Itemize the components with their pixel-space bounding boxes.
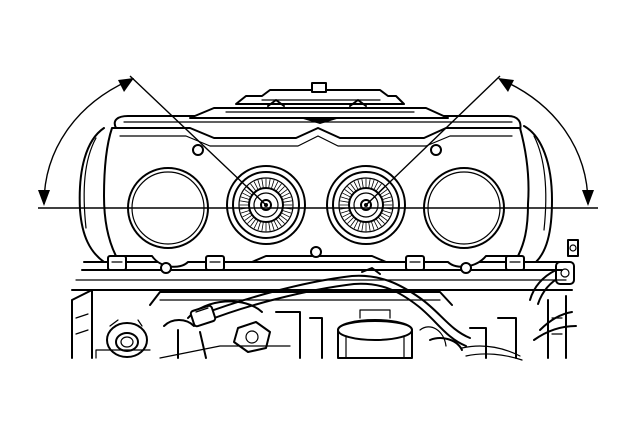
rotation-arc-right bbox=[501, 79, 589, 205]
valve-spring-tick bbox=[376, 219, 382, 227]
valve-spring-tick bbox=[368, 178, 371, 188]
head-bolt-3 bbox=[405, 255, 425, 271]
valve-spring-tick bbox=[342, 192, 351, 198]
rotation-indicator-right bbox=[365, 75, 594, 206]
valve-spring-tick bbox=[257, 179, 261, 189]
rotation-indicator-left bbox=[38, 75, 267, 206]
gasket-bolt-holes bbox=[160, 144, 472, 274]
valve-spring-tick bbox=[250, 219, 256, 227]
valve-spring-tick bbox=[339, 200, 349, 203]
valve-spring-tick bbox=[273, 181, 279, 190]
hex-bolt bbox=[233, 321, 271, 353]
top-fitting bbox=[189, 82, 449, 124]
valve-spring-tick bbox=[273, 220, 279, 229]
head-bolt-2 bbox=[205, 255, 225, 271]
valve-spring-tick bbox=[378, 217, 385, 224]
valve-spring-tick bbox=[261, 178, 264, 188]
valve-spring-tick bbox=[239, 200, 249, 203]
valve-spring-tick bbox=[240, 196, 250, 200]
valve-spring-tick bbox=[361, 222, 364, 232]
leader-line-right bbox=[365, 75, 501, 206]
manifold-gasket bbox=[103, 127, 530, 274]
arrow-head-right-top bbox=[498, 78, 514, 92]
valve-spring-tick bbox=[376, 183, 382, 191]
valve-spring-tick bbox=[244, 215, 252, 221]
valve-spring-tick bbox=[342, 212, 351, 218]
valve-spring-tick bbox=[340, 196, 350, 200]
valve-spring-tick bbox=[281, 212, 290, 218]
valve-spring-tick bbox=[380, 215, 388, 221]
wiring-harness bbox=[189, 239, 579, 361]
valve-spring-tick bbox=[283, 200, 293, 203]
valve-spring-tick bbox=[373, 220, 379, 229]
valve-spring-tick bbox=[344, 189, 352, 195]
leader-line-left bbox=[129, 75, 267, 206]
valve-spring-tick bbox=[373, 181, 379, 190]
valve-spring-tick bbox=[282, 210, 292, 214]
valve-spring-tick bbox=[281, 192, 290, 198]
valve-spring-tick bbox=[353, 181, 359, 190]
valve-spring-tick bbox=[250, 183, 256, 191]
valve-spring-tick bbox=[276, 219, 282, 227]
valve-spring-tick bbox=[268, 222, 271, 232]
head-bolt-4 bbox=[505, 255, 525, 271]
valve-spring-tick bbox=[371, 179, 375, 189]
valve-spring-tick bbox=[242, 192, 251, 198]
connector-left bbox=[189, 304, 217, 328]
rotation-arc-left bbox=[43, 79, 131, 205]
valve-spring-tick bbox=[371, 221, 375, 231]
valve-spring-tick bbox=[257, 221, 261, 231]
valve-spring-tick bbox=[368, 222, 371, 232]
engine-lower-components bbox=[71, 289, 567, 359]
oil-filter bbox=[337, 309, 413, 359]
valve-spring-tick bbox=[244, 189, 252, 195]
valve-spring-tick bbox=[278, 217, 285, 224]
valve-spring-tick bbox=[350, 219, 356, 227]
valve-spring-tick bbox=[381, 192, 390, 198]
valve-spring-tick bbox=[268, 178, 271, 188]
valve-spring-tick bbox=[347, 217, 354, 224]
valve-spring-tick bbox=[340, 210, 350, 214]
connector-right bbox=[555, 261, 575, 285]
valve-spring-tick bbox=[276, 183, 282, 191]
valve-spring-tick bbox=[382, 210, 392, 214]
valve-spring-tick bbox=[271, 179, 275, 189]
valve-spring-tick bbox=[240, 210, 250, 214]
arrow-head-left-top bbox=[118, 78, 134, 92]
valve-spring-tick bbox=[253, 220, 259, 229]
valve-spring-tick bbox=[282, 196, 292, 200]
head-bolts bbox=[107, 255, 525, 271]
valve-spring-tick bbox=[347, 186, 354, 193]
valve-spring-tick bbox=[353, 220, 359, 229]
arrow-head-right-bottom bbox=[582, 190, 594, 206]
valve-spring-tick bbox=[357, 179, 361, 189]
valve-spring-tick bbox=[242, 212, 251, 218]
valve-spring-tick bbox=[344, 215, 352, 221]
valve-spring-tick bbox=[350, 183, 356, 191]
valve-spring-tick bbox=[271, 221, 275, 231]
valve-spring-tick bbox=[357, 221, 361, 231]
valve-spring-tick bbox=[361, 178, 364, 188]
valve-spring-tick bbox=[382, 196, 392, 200]
valve-spring-tick bbox=[280, 215, 288, 221]
head-bolt-1 bbox=[107, 255, 127, 271]
oxygen-sensor-left bbox=[106, 319, 148, 358]
valve-spring-tick bbox=[253, 181, 259, 190]
valve-spring-tick bbox=[247, 217, 254, 224]
valve-spring-tick bbox=[278, 186, 285, 193]
valve-spring-tick bbox=[383, 200, 393, 203]
valve-spring-tick bbox=[381, 212, 390, 218]
valve-spring-tick bbox=[280, 189, 288, 195]
valve-spring-tick bbox=[261, 222, 264, 232]
valve-spring-tick bbox=[380, 189, 388, 195]
arrow-head-left-bottom bbox=[38, 190, 50, 206]
